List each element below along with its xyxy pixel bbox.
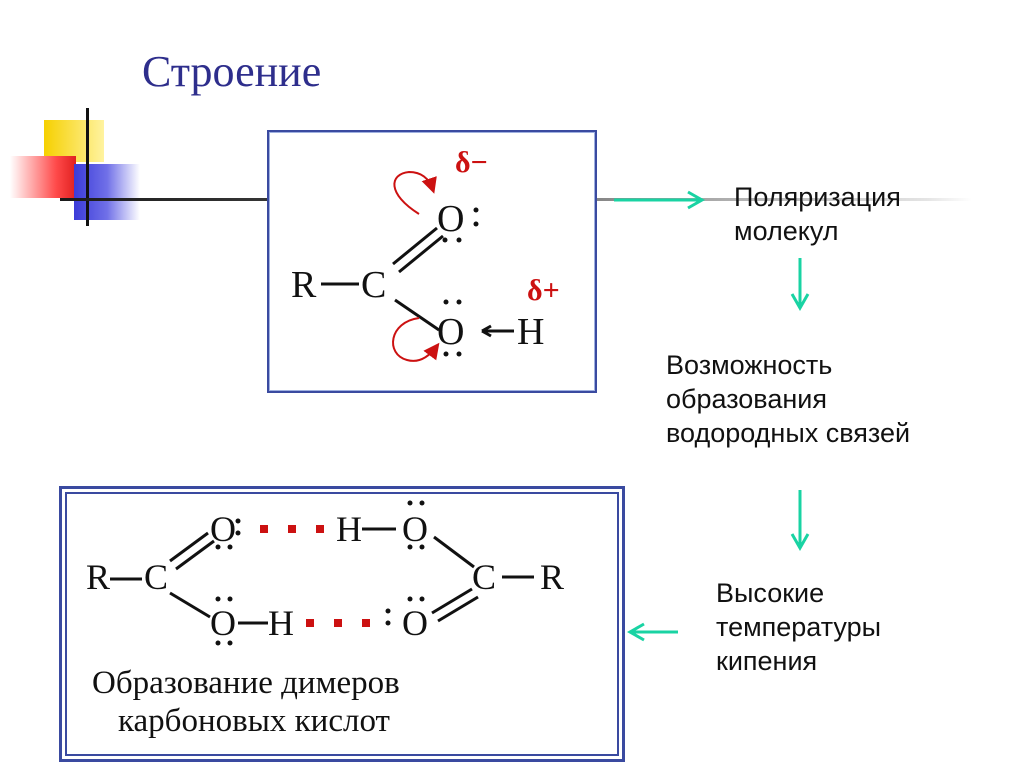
decorative-vertical-line <box>86 108 89 226</box>
step-text-line: Высокие <box>716 578 825 608</box>
dimer-o-right-bottom: O <box>402 603 428 643</box>
hydrogen-label: H <box>517 311 544 353</box>
double-bond-line-2 <box>398 234 444 274</box>
delta-plus-label: δ+ <box>527 274 560 307</box>
dimer-c-right: C <box>472 557 496 597</box>
dimer-h-bottom: H <box>268 603 294 643</box>
step-text-line: кипения <box>716 646 818 676</box>
step-text-line: Возможность <box>666 350 833 380</box>
decorative-red-square <box>10 156 76 198</box>
double-bond-line-1 <box>392 226 438 266</box>
delta-minus-label: δ− <box>455 146 488 179</box>
arrow-down-icon <box>790 490 810 552</box>
step-polarization: Поляризация молекул <box>734 180 901 248</box>
dimer-caption-line1: Образование димеров <box>92 665 400 701</box>
electron-shift-arrow-bottom <box>392 317 440 362</box>
step-text-line: температуры <box>716 612 882 642</box>
dimer-r-right: R <box>540 557 564 597</box>
carboxyl-structure-diagram: δ− δ+ R C O O H <box>291 146 560 362</box>
step-hydrogen-bonds: Возможность образования водородных связе… <box>666 348 910 450</box>
electron-shift-arrow-top <box>393 170 437 215</box>
oxygen-bottom-label: O <box>437 311 464 353</box>
page-title: Строение <box>142 47 322 96</box>
dimer-o-left-top: O <box>210 509 236 549</box>
step-boiling-temperature: Высокие температуры кипения <box>716 576 881 678</box>
dimer-o-right-top: O <box>402 509 428 549</box>
oxygen-top-label: O <box>437 198 464 240</box>
decorative-blue-square <box>74 164 140 220</box>
dimer-r-left: R <box>86 557 110 597</box>
dimer-c-left: C <box>144 557 168 597</box>
dimer-caption-line2: карбоновых кислот <box>118 703 390 739</box>
dimer-structure-box: R C O O H O C R H <box>59 486 625 762</box>
step-text-line: Поляризация <box>734 182 901 212</box>
dimer-h-top: H <box>336 509 362 549</box>
arrow-right-icon <box>614 190 706 210</box>
r-group-label: R <box>291 264 317 306</box>
molecule-structure-box: δ− δ+ R C O O H <box>267 130 597 393</box>
dimer-diagram: R C O O H O C R H <box>86 500 564 739</box>
carbon-label: C <box>361 264 386 306</box>
dimer-o-left-bottom: O <box>210 603 236 643</box>
arrow-down-icon <box>790 258 810 312</box>
arrow-left-icon <box>626 622 678 642</box>
step-text-line: образования <box>666 384 827 414</box>
step-text-line: молекул <box>734 216 839 246</box>
step-text-line: водородных связей <box>666 418 911 448</box>
c-o-single-bond <box>394 298 440 332</box>
decorative-yellow-square <box>44 120 104 162</box>
